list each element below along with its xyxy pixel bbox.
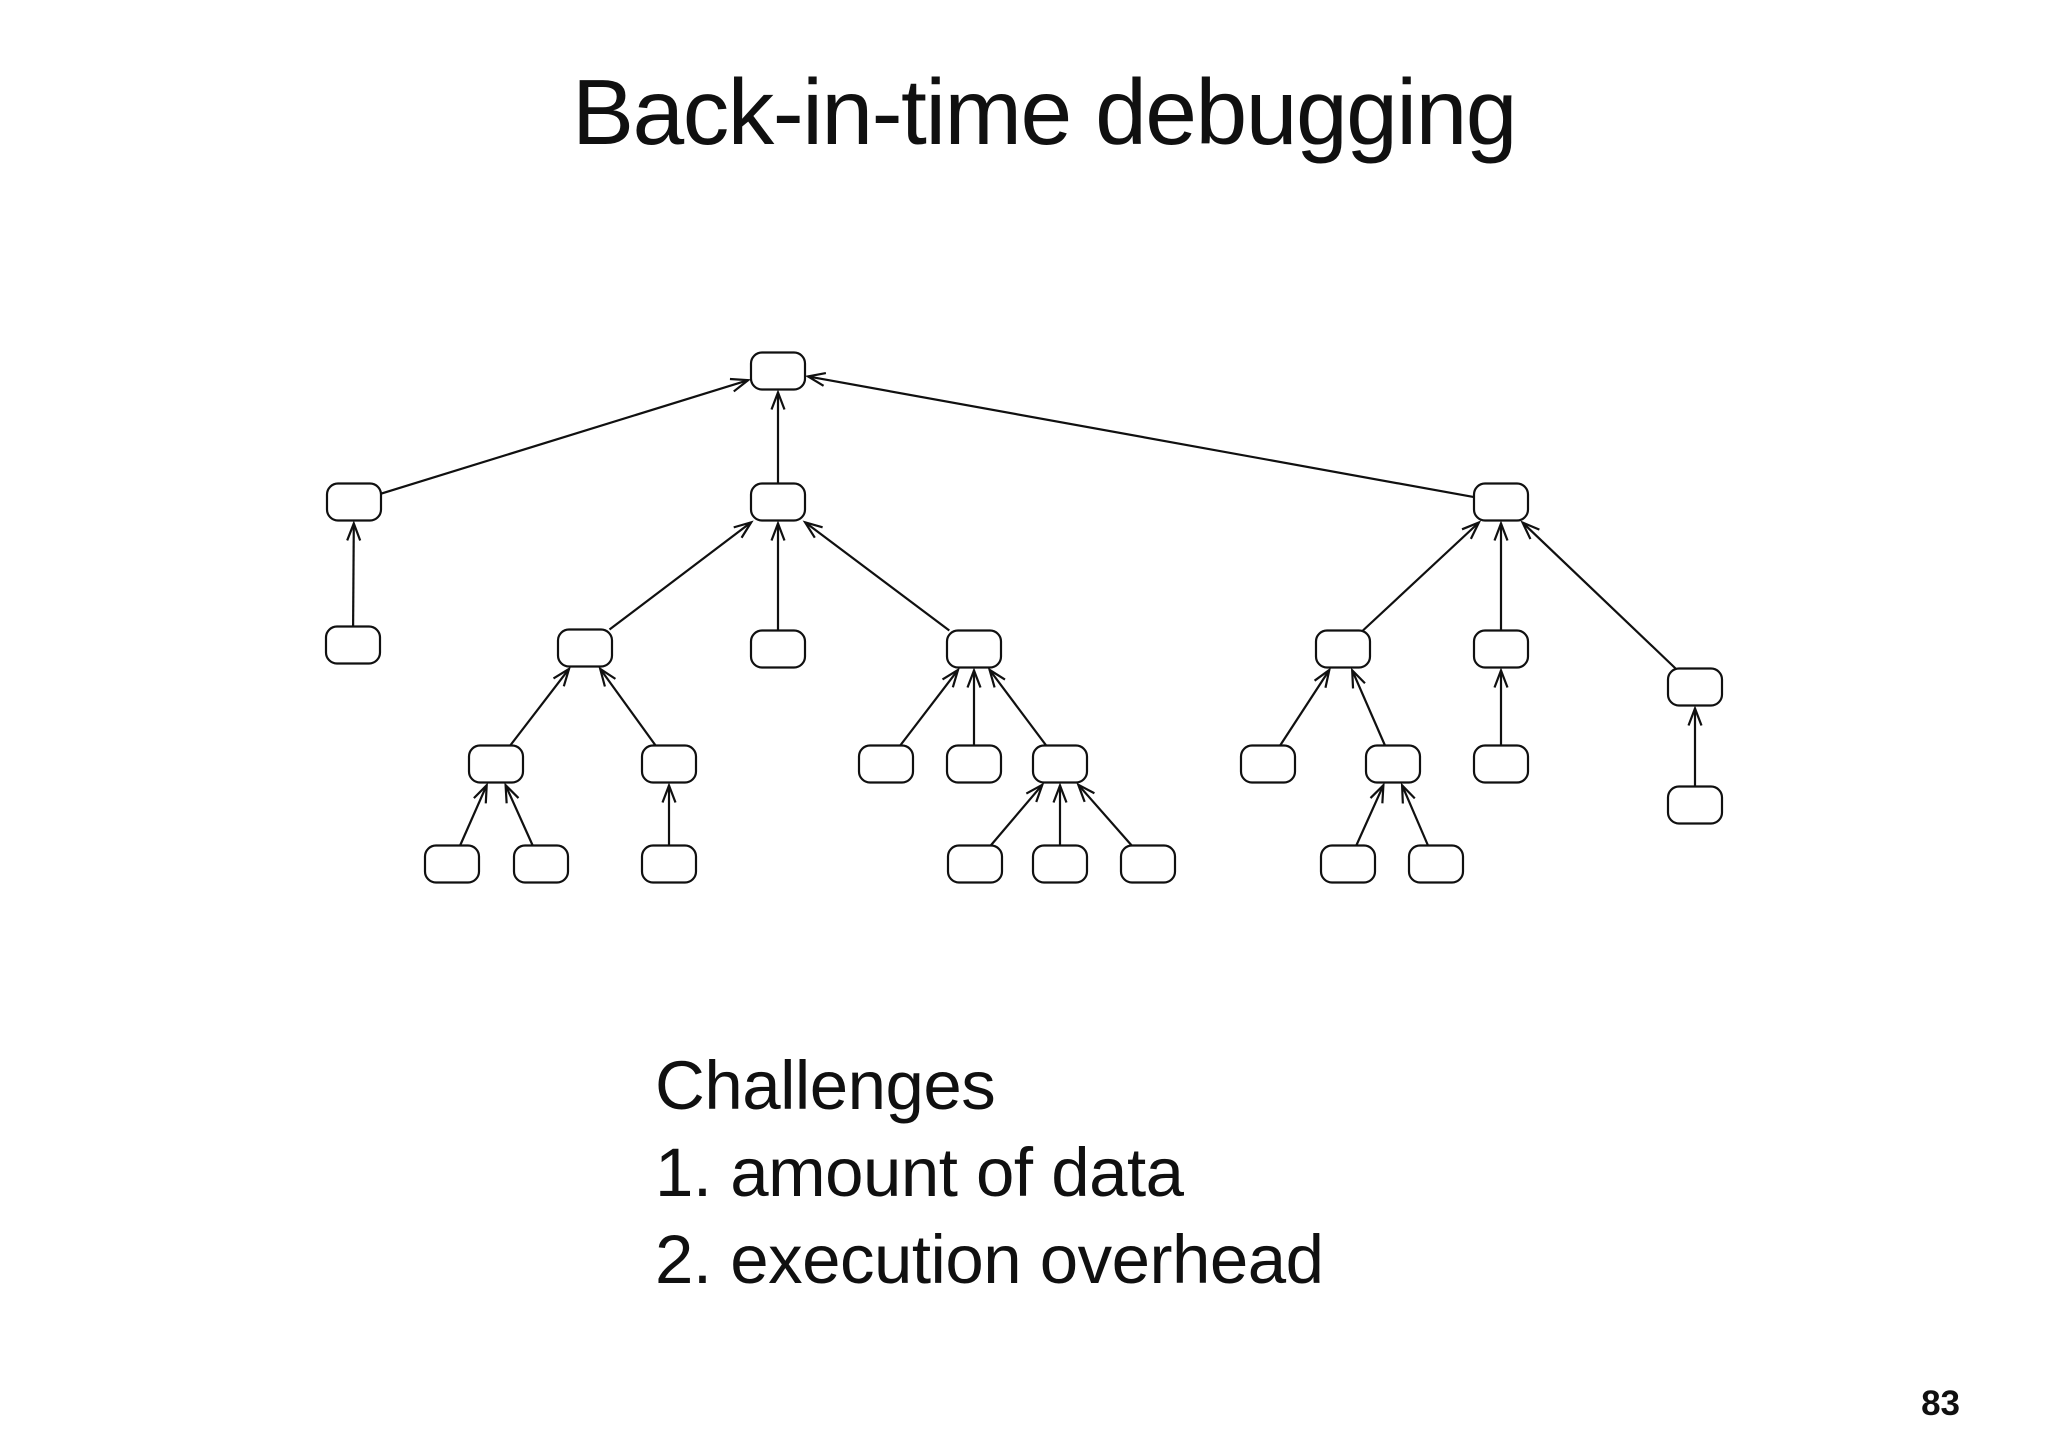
tree-node-B (749, 482, 807, 522)
tree-node-B3c2 (1031, 844, 1089, 884)
tree-node-C2 (1472, 629, 1530, 669)
tree-edges (346, 371, 1703, 847)
tree-node-B3b (945, 744, 1003, 784)
tree-edge-B3a-to-B3 (899, 667, 960, 747)
tree-node-B1a1 (423, 844, 481, 884)
tree-node-C1b1 (1319, 844, 1377, 884)
tree-edge-B1a2-to-B1a (504, 782, 534, 846)
tree-node-B1b (640, 744, 698, 784)
tree-edge-C1b1-to-C1b (1355, 782, 1385, 846)
challenge-item-execution-overhead: 2. execution overhead (655, 1221, 1324, 1298)
tree-edge-C1b-to-C1 (1350, 667, 1387, 746)
tree-node-B3 (945, 629, 1003, 669)
tree-edge-C3-to-C (1520, 520, 1677, 670)
challenges-block: Challenges 1. amount of data 2. executio… (655, 1042, 1324, 1303)
tree-node-C1a (1239, 744, 1297, 784)
tree-node-C3a (1666, 785, 1724, 825)
tree-node-A1 (324, 625, 382, 665)
tree-edge-A1-to-A (346, 520, 362, 627)
tree-node-C1b (1364, 744, 1422, 784)
tree-node-C1 (1314, 629, 1372, 669)
tree-node-B1b1 (640, 844, 698, 884)
tree-edge-C1b2-to-C1b (1400, 782, 1430, 846)
tree-node-root (749, 351, 807, 391)
tree-edge-B3c-to-B3 (987, 667, 1048, 747)
challenge-item-amount-of-data: 1. amount of data (655, 1134, 1184, 1211)
tree-node-C (1472, 482, 1530, 522)
tree-node-C2a (1472, 744, 1530, 784)
tree-node-B1 (556, 628, 614, 668)
tree-edge-B3-to-B (802, 520, 950, 632)
tree-node-B1a2 (512, 844, 570, 884)
tree-node-C3 (1666, 667, 1724, 707)
tree-node-B2 (749, 629, 807, 669)
tree-edge-C1a-to-C1 (1279, 667, 1331, 747)
tree-edge-B1b-to-B1 (598, 666, 657, 747)
tree-edge-B3c1-to-B3c (989, 782, 1045, 847)
tree-node-C1b2 (1407, 844, 1465, 884)
tree-node-B1a (467, 744, 525, 784)
tree-node-B3c1 (946, 844, 1004, 884)
tree-node-A (325, 482, 383, 522)
page-number: 83 (1921, 1384, 1960, 1423)
slide-title: Back-in-time debugging (571, 60, 1518, 164)
tree-edge-B1a1-to-B1a (459, 782, 488, 846)
tree-nodes (324, 351, 1724, 884)
challenges-heading: Challenges (655, 1047, 996, 1124)
tree-edge-A-to-root (380, 377, 752, 495)
tree-edge-C-to-root (804, 371, 1475, 499)
tree-edge-C1-to-C (1362, 520, 1482, 632)
tree-edge-B3c3-to-B3c (1076, 782, 1133, 847)
tree-node-B3c (1031, 744, 1089, 784)
tree-node-B3a (857, 744, 915, 784)
tree-edge-B1-to-B (608, 520, 754, 631)
tree-node-B3c3 (1119, 844, 1177, 884)
tree-edge-B1a-to-B1 (509, 666, 571, 747)
